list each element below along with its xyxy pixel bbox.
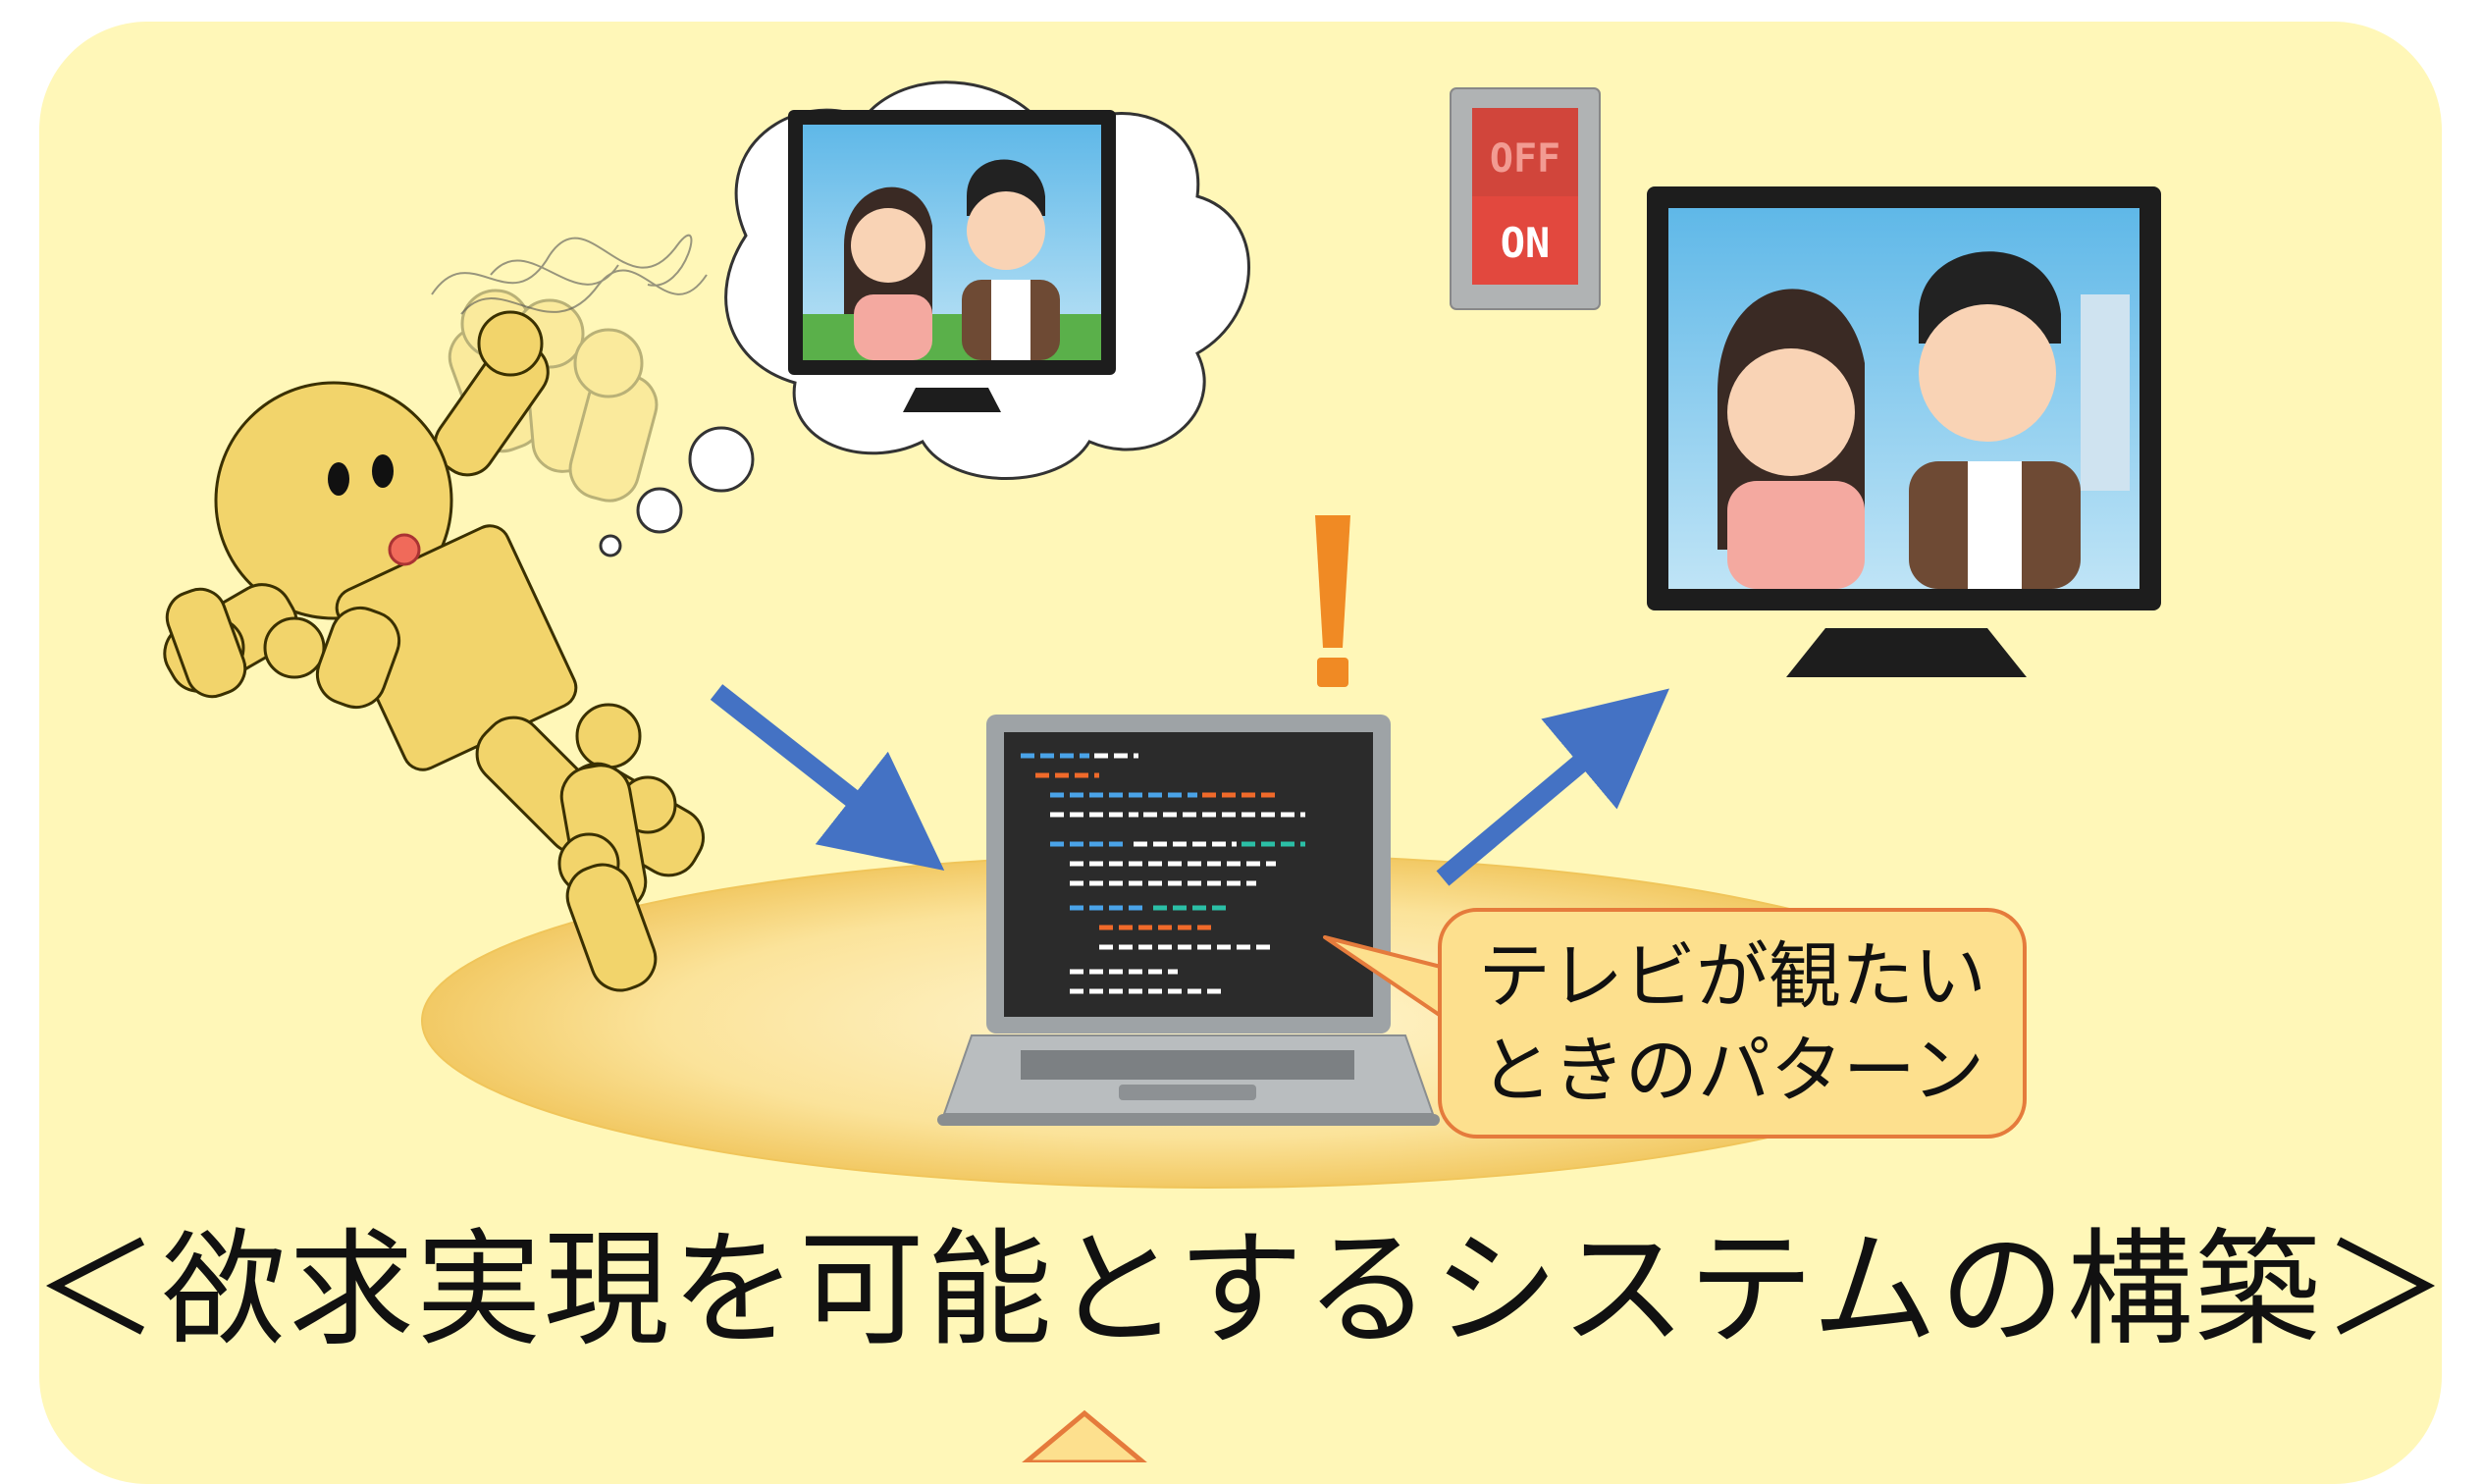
exclamation-icon	[1315, 515, 1350, 687]
switch-off-label: OFF	[1490, 136, 1560, 182]
tv-icon	[1647, 186, 2161, 677]
wooden-figure	[163, 234, 708, 992]
caption: ＜欲求実現を可能とするシステムの構築＞	[32, 1217, 2451, 1363]
laptop-icon	[937, 715, 1440, 1126]
arrow-to-laptop	[710, 684, 945, 872]
speech-bubble: テレビが観たい ときのパターン	[1438, 908, 2027, 1139]
speech-bubble-line1: テレビが観たい	[1478, 933, 1986, 1019]
power-switch-icon: OFF ON	[1450, 87, 1601, 310]
bottom-arrow-tip	[1022, 1409, 1147, 1462]
switch-on-label: ON	[1501, 219, 1551, 267]
speech-bubble-line2: ときのパターン	[1479, 1028, 1985, 1113]
arrow-to-tv	[1436, 688, 1669, 886]
tv-in-thought-icon	[788, 110, 1116, 412]
